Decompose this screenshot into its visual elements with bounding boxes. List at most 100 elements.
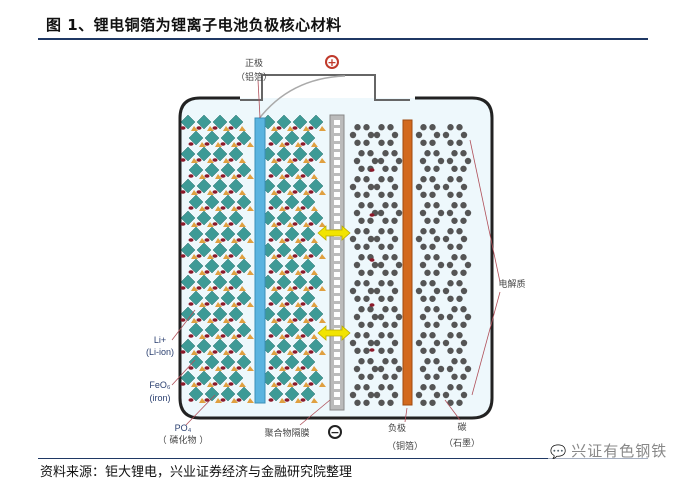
feo6-octahedron bbox=[300, 194, 316, 210]
carbon-atom bbox=[377, 157, 385, 165]
po4-tetrahedron bbox=[279, 366, 286, 371]
li-ion bbox=[369, 303, 375, 307]
carbon-atom bbox=[367, 150, 374, 157]
carbon-atom bbox=[433, 391, 441, 399]
po4-tetrahedron bbox=[287, 158, 294, 163]
carbon-atom bbox=[419, 209, 427, 217]
li-ion bbox=[292, 382, 298, 386]
carbon-atom bbox=[387, 399, 394, 406]
li-ion bbox=[276, 382, 282, 386]
carbon-atom bbox=[378, 295, 385, 302]
feo6-octahedron bbox=[300, 258, 316, 274]
carbon-atom bbox=[371, 365, 379, 373]
carbon-atom bbox=[378, 332, 385, 339]
feo6-octahedron bbox=[276, 274, 292, 290]
po4-tetrahedron bbox=[199, 206, 206, 211]
carbon-atom bbox=[391, 165, 398, 172]
po4-tetrahedron bbox=[279, 142, 286, 147]
separator-pore bbox=[334, 240, 340, 245]
feo6-octahedron bbox=[180, 274, 196, 290]
li-ion bbox=[292, 318, 298, 322]
li-ion bbox=[228, 350, 234, 354]
feo6-octahedron bbox=[204, 322, 220, 338]
carbon-atom bbox=[371, 313, 379, 321]
li-ion bbox=[236, 270, 242, 274]
separator-pore bbox=[334, 360, 340, 365]
po4-tetrahedron bbox=[239, 158, 246, 163]
separator-pore bbox=[334, 264, 340, 269]
po4-tetrahedron bbox=[239, 190, 246, 195]
carbon-atom bbox=[419, 313, 427, 321]
po4-tetrahedron bbox=[191, 222, 198, 227]
li-ion bbox=[204, 174, 210, 178]
carbon-atom bbox=[447, 347, 454, 354]
carbon-atom bbox=[420, 191, 427, 198]
carbon-atom bbox=[433, 150, 440, 157]
li-ion bbox=[308, 190, 314, 194]
po4-tetrahedron bbox=[311, 366, 318, 371]
feo6-octahedron bbox=[268, 226, 284, 242]
carbon-atom bbox=[349, 287, 357, 295]
wire bbox=[257, 75, 346, 121]
feo6-octahedron bbox=[284, 290, 300, 306]
carbon-atom bbox=[464, 209, 472, 217]
po4-tetrahedron bbox=[239, 318, 246, 323]
po4-tetrahedron bbox=[207, 254, 214, 259]
carbon-atom bbox=[464, 157, 472, 165]
carbon-atom bbox=[378, 139, 385, 146]
li-ion bbox=[284, 270, 290, 274]
feo6-octahedron bbox=[284, 130, 300, 146]
feo6-octahedron bbox=[212, 210, 228, 226]
feo6-octahedron bbox=[196, 242, 212, 258]
carbon-atom bbox=[395, 209, 403, 217]
li-ion bbox=[308, 382, 314, 386]
po4-tetrahedron bbox=[239, 126, 246, 131]
po4-tetrahedron bbox=[199, 238, 206, 243]
carbon-atom bbox=[387, 124, 394, 131]
carbon-atom bbox=[387, 139, 394, 146]
feo6-octahedron bbox=[220, 290, 236, 306]
li-ion bbox=[228, 318, 234, 322]
carbon-atom bbox=[354, 124, 361, 131]
separator-pore bbox=[334, 224, 340, 229]
carbon-atom bbox=[451, 373, 458, 380]
carbon-atom bbox=[367, 373, 374, 380]
li-ion bbox=[292, 126, 298, 130]
separator-pore bbox=[334, 184, 340, 189]
po4-tetrahedron bbox=[295, 398, 302, 403]
li-ion bbox=[292, 350, 298, 354]
li-ion bbox=[300, 206, 306, 210]
carbon-atom bbox=[387, 384, 394, 391]
po4-tetrahedron bbox=[279, 174, 286, 179]
carbon-atom bbox=[415, 339, 423, 347]
li-ion bbox=[292, 158, 298, 162]
carbon-atom bbox=[437, 209, 445, 217]
po4-tetrahedron bbox=[247, 142, 254, 147]
li-ion bbox=[228, 254, 234, 258]
feo6-octahedron bbox=[284, 322, 300, 338]
carbon-atom bbox=[442, 287, 450, 295]
carbon-atom bbox=[451, 358, 458, 365]
po4-tetrahedron bbox=[311, 174, 318, 179]
separator-pore bbox=[334, 160, 340, 165]
carbon-atom bbox=[367, 321, 374, 328]
carbon-atom bbox=[447, 139, 454, 146]
li-ion bbox=[300, 366, 306, 370]
feo6-octahedron bbox=[212, 274, 228, 290]
feo6-octahedron bbox=[220, 258, 236, 274]
carbon-atom bbox=[424, 217, 431, 224]
po4-tetrahedron bbox=[279, 270, 286, 275]
carbon-atom bbox=[442, 131, 450, 139]
feo6-octahedron bbox=[308, 274, 324, 290]
po4-tetrahedron bbox=[271, 158, 278, 163]
po4-tetrahedron bbox=[207, 350, 214, 355]
carbon-atom bbox=[387, 176, 394, 183]
carbon-atom bbox=[451, 202, 458, 209]
carbon-atom bbox=[442, 391, 450, 399]
carbon-atom bbox=[358, 306, 365, 313]
feo6-octahedron bbox=[284, 162, 300, 178]
po4-tetrahedron bbox=[223, 126, 230, 131]
carbon-atom bbox=[391, 254, 398, 261]
electrolyte-label: 电解质 bbox=[498, 278, 525, 290]
carbon-atom bbox=[378, 176, 385, 183]
